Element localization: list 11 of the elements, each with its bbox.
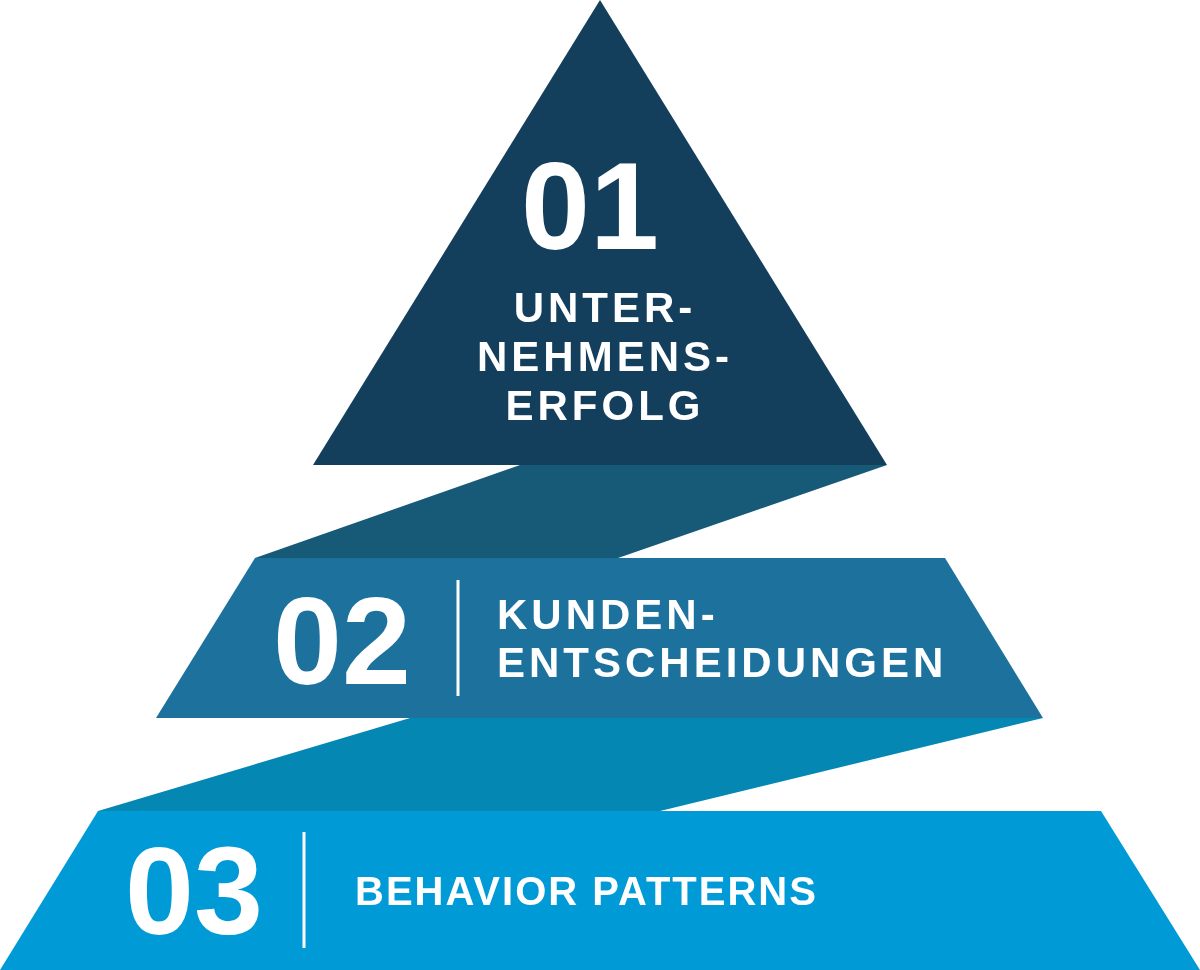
pyramid-middle-band (156, 558, 1043, 718)
tier-label: KUNDEN- ENTSCHEIDUNGEN (497, 591, 948, 687)
ribbon-fold (98, 718, 1043, 811)
ribbon-fold (255, 465, 887, 558)
pyramid-base-band (0, 811, 1200, 970)
tier-number: 03 (125, 829, 263, 953)
tier-label: BEHAVIOR PATTERNS (355, 871, 818, 911)
tier-number: 02 (273, 579, 411, 703)
tier-label: UNTER- NEHMENS- ERFOLG (477, 283, 733, 430)
pyramid-apex-triangle (313, 0, 887, 465)
tier-number: 01 (521, 144, 659, 268)
